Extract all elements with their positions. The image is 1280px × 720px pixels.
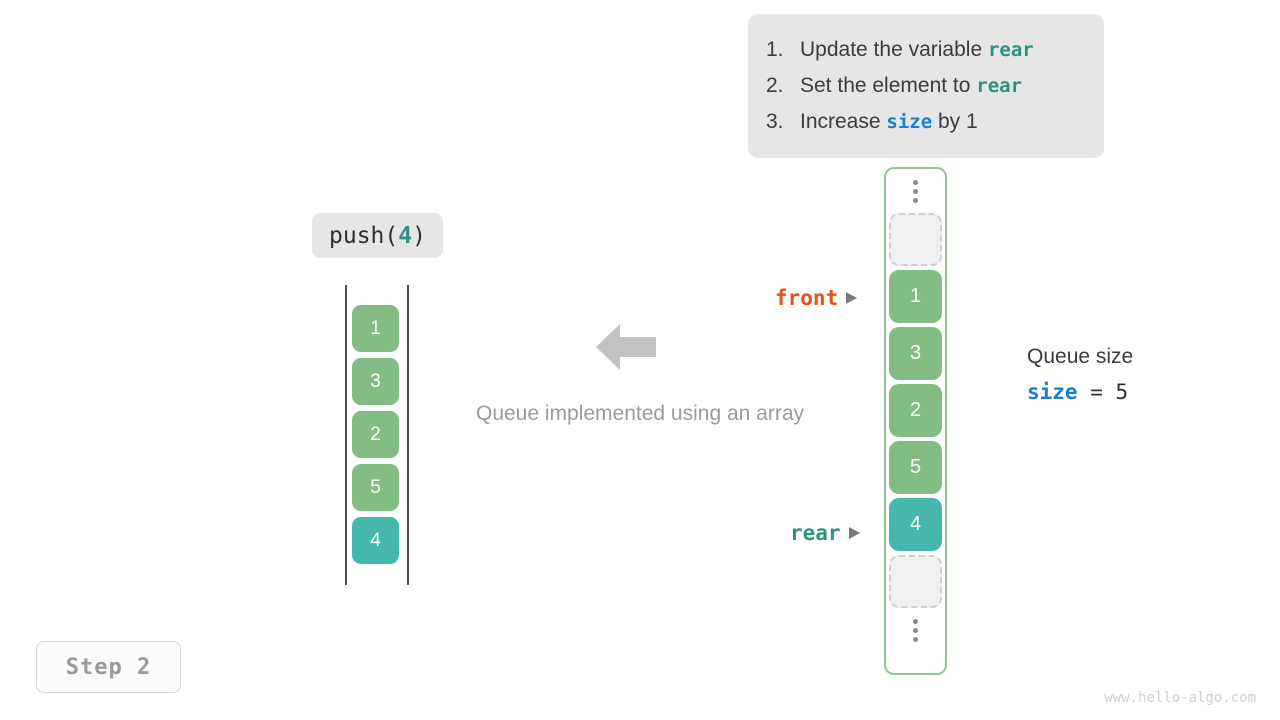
vertical-ellipsis-icon-top (913, 169, 918, 213)
left-arrow-icon (596, 320, 656, 374)
instruction-step-2: 2. Set the element to rear (766, 68, 1084, 104)
operation-close-paren: ) (412, 222, 426, 249)
front-pointer-text: front (775, 286, 839, 310)
rear-pointer-text: rear (790, 521, 841, 545)
array-cell: 3 (889, 327, 942, 380)
vertical-ellipsis-icon-bottom (913, 608, 918, 652)
front-pointer-label: front (775, 286, 858, 310)
array-container: 1 3 2 5 4 (884, 167, 947, 675)
queue-cell: 5 (352, 464, 399, 511)
queue-cell: 2 (352, 411, 399, 458)
queue-cell: 1 (352, 305, 399, 352)
instruction-step-2-number: 2. (766, 74, 784, 97)
queue-rail-left (345, 285, 347, 585)
queue-size-readout: Queue size size = 5 (1027, 342, 1133, 404)
logical-queue-cells: 1 3 2 5 4 (352, 305, 399, 564)
array-cell: 2 (889, 384, 942, 437)
instruction-step-1: 1. Update the variable rear (766, 32, 1084, 68)
instruction-step-3-number: 3. (766, 110, 784, 133)
keyword-size: size (886, 111, 933, 133)
instruction-step-1-text: Update the variable rear (800, 38, 1034, 61)
triangle-right-icon (846, 292, 858, 304)
keyword-rear: rear (987, 39, 1034, 61)
logical-queue: 1 3 2 5 4 (345, 285, 409, 585)
array-cell-empty (889, 213, 942, 266)
size-variable-value: = 5 (1077, 380, 1129, 404)
instruction-step-3-text: Increase size by 1 (800, 110, 978, 133)
instruction-step-3: 3. Increase size by 1 (766, 104, 1084, 140)
operation-label: push(4) (312, 213, 443, 258)
keyword-rear: rear (976, 75, 1023, 97)
array-cell-empty (889, 555, 942, 608)
instruction-step-2-text: Set the element to rear (800, 74, 1023, 97)
queue-cell-highlighted: 4 (352, 517, 399, 564)
queue-rail-right (407, 285, 409, 585)
array-cell: 5 (889, 441, 942, 494)
rear-pointer-label: rear (790, 521, 860, 545)
array-cell: 1 (889, 270, 942, 323)
size-variable-name: size (1027, 380, 1078, 404)
operation-argument: 4 (398, 222, 413, 249)
diagram-caption: Queue implemented using an array (475, 402, 805, 425)
instruction-step-1-number: 1. (766, 38, 784, 61)
instruction-box: 1. Update the variable rear 2. Set the e… (748, 14, 1104, 158)
queue-size-title: Queue size (1027, 345, 1134, 368)
watermark: www.hello-algo.com (1104, 690, 1256, 706)
operation-name: push( (329, 222, 399, 249)
array-cell-highlighted: 4 (889, 498, 942, 551)
queue-cell: 3 (352, 358, 399, 405)
array-cells: 1 3 2 5 4 (889, 213, 942, 608)
triangle-right-icon (848, 527, 860, 539)
queue-size-expression: size = 5 (1027, 380, 1133, 404)
step-badge: Step 2 (36, 641, 181, 693)
